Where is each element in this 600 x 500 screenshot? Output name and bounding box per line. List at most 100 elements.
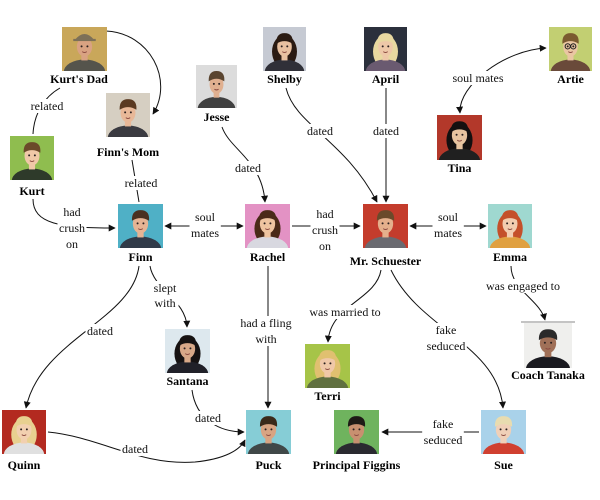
edge-label-text: dated <box>122 442 148 456</box>
portrait-hair-top <box>258 210 277 221</box>
finns-mom-label: Finn's Mom <box>97 145 159 159</box>
portrait-eye <box>28 154 31 157</box>
portrait-shoulders <box>107 125 149 137</box>
node-kurt: Kurt <box>10 136 54 198</box>
edge-label-jesse-rachel: dated <box>233 161 263 175</box>
edge-label-santana-puck: dated <box>193 411 223 425</box>
edge-label-line: had a fling <box>240 316 291 330</box>
portrait-neck <box>500 436 507 444</box>
portrait-neck <box>281 53 288 61</box>
tina-photo <box>437 115 482 160</box>
portrait-eye <box>212 82 215 85</box>
portrait-eye <box>499 428 502 431</box>
edge-label-kurts-dad-kurt: related <box>29 99 65 113</box>
portrait-cap <box>74 34 95 41</box>
edge-label-background <box>422 417 464 447</box>
edge-label-tina-artie: soul mates <box>451 71 506 85</box>
edge-label-text: was engaged to <box>486 279 560 293</box>
portrait-eye <box>329 362 332 365</box>
edge-label-line: seduced <box>427 339 466 353</box>
edge-label-text: dated <box>195 411 221 425</box>
portrait-eye <box>455 133 458 136</box>
edge-label-emma-coach-tanaka: was engaged to <box>484 279 562 293</box>
portrait-mouth <box>545 347 551 350</box>
portrait-hair-top <box>15 416 33 427</box>
portrait-mouth <box>568 51 573 54</box>
node-rachel: Rachel <box>245 204 290 264</box>
portrait-hair-top <box>501 210 519 221</box>
kurt-label: Kurt <box>19 184 44 198</box>
portrait-face <box>502 214 518 234</box>
edge-mr-schuester-terri <box>324 269 382 343</box>
portrait-mouth <box>353 434 360 437</box>
emma-photo <box>488 204 532 248</box>
portrait-eye <box>33 154 36 157</box>
edge-label-text: related <box>31 99 64 113</box>
edge-label-line: soul <box>438 210 459 224</box>
portrait-eye <box>189 347 192 350</box>
edge-label-background <box>451 71 506 85</box>
edge-label-line: fake <box>436 323 457 337</box>
edge-label-background <box>233 161 263 175</box>
edge-label-line: seduced <box>424 433 463 447</box>
edge-label-line: soul <box>195 210 216 224</box>
edge-label-line: fake <box>433 417 454 431</box>
edge-label-line: related <box>125 176 158 190</box>
edge-label-line: had <box>63 205 80 219</box>
portrait-eye <box>387 222 390 225</box>
portrait-eye <box>352 428 355 431</box>
portrait-mouth <box>500 434 507 437</box>
edge-label-mr-schuester-emma: soul mates <box>432 210 464 240</box>
principal-figgins-label: Principal Figgins <box>313 458 401 472</box>
portrait-hair-top <box>23 142 41 153</box>
portrait-face <box>377 214 394 234</box>
portrait-neck <box>456 142 463 150</box>
portrait-shoulders <box>166 361 209 373</box>
portrait-eye <box>142 222 145 225</box>
portrait-hair-top <box>131 210 150 221</box>
portrait-eye <box>566 45 569 48</box>
portrait-face <box>132 214 149 234</box>
portrait-face <box>209 74 224 94</box>
portrait-shoulders <box>119 236 162 248</box>
edge-label-shelby-mr-schuester: dated <box>305 124 335 138</box>
portrait-face <box>495 420 512 440</box>
principal-figgins-photo <box>334 410 379 454</box>
edge-label-background <box>85 324 115 338</box>
edge-label-background <box>152 281 179 310</box>
portrait-neck <box>382 230 389 238</box>
portrait-cap-brim <box>73 38 96 42</box>
portrait-eye <box>550 341 553 344</box>
edge-label-line: related <box>31 99 64 113</box>
jesse-label: Jesse <box>204 110 231 124</box>
mr-schuester-label: Mr. Schuester <box>350 254 422 268</box>
portrait-hair-top <box>377 33 394 44</box>
finns-mom-photo <box>106 93 150 137</box>
edge-label-finns-mom-finn: related <box>123 176 159 190</box>
portrait-eye <box>86 45 89 48</box>
portrait-shoulders <box>365 59 406 71</box>
edge-label-line: dated <box>235 161 261 175</box>
portrait-hair-top <box>347 416 366 427</box>
quinn-photo <box>2 410 46 454</box>
portrait-mouth <box>507 228 513 231</box>
edge-label-line: mates <box>434 226 462 240</box>
portrait-shoulders <box>11 168 53 180</box>
node-kurts-dad: Kurt's Dad <box>50 27 108 86</box>
edge-label-text: was married to <box>309 305 380 319</box>
portrait-eye <box>511 222 514 225</box>
rachel-label: Rachel <box>250 250 286 264</box>
portrait-eye <box>136 222 139 225</box>
node-mr-schuester: Mr. Schuester <box>350 204 422 268</box>
portrait-face <box>319 354 336 374</box>
emma-label: Emma <box>493 250 527 264</box>
